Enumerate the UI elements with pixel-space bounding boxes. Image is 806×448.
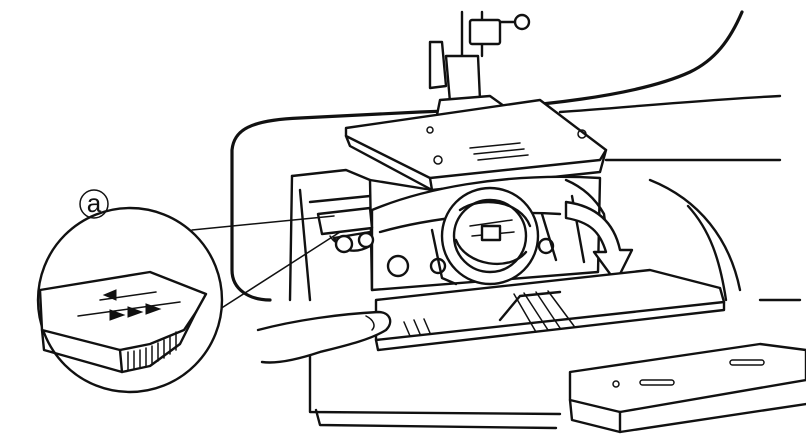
triangle-arrow-icon xyxy=(145,303,162,315)
triangle-arrow-icon xyxy=(109,309,126,321)
finger-illustration xyxy=(256,310,392,364)
needle-plate xyxy=(344,98,608,192)
triangle-arrow-icon xyxy=(127,306,144,318)
bobbin-compartment xyxy=(288,168,612,302)
callout-leader-lines xyxy=(191,215,341,319)
accessory-box xyxy=(568,342,806,434)
callout-label-text: a xyxy=(87,188,102,218)
callout-circle-icon xyxy=(36,206,224,394)
callout-label: a xyxy=(79,188,109,219)
curved-open-arrow-icon xyxy=(564,200,634,284)
